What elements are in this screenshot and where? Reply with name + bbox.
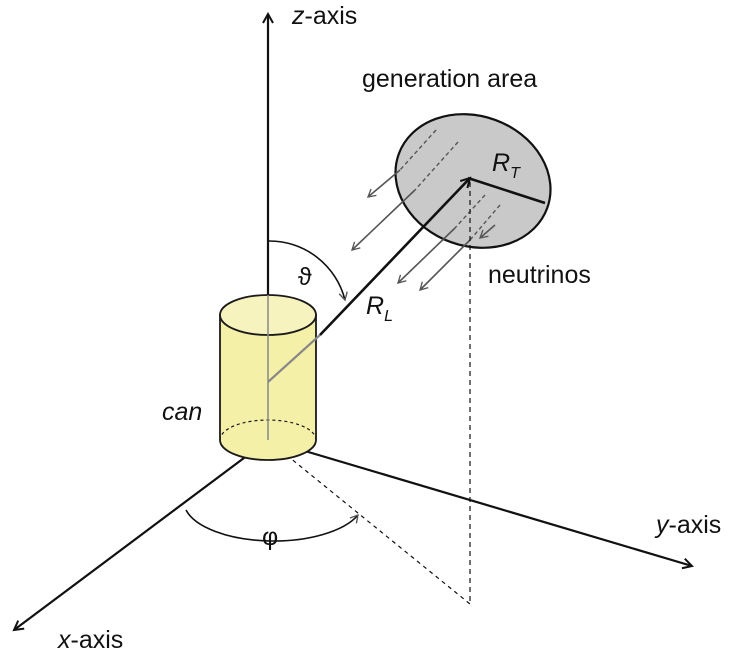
phi-arc	[185, 509, 359, 542]
can-label: can	[162, 398, 202, 426]
y-axis-line	[267, 438, 692, 566]
ground-projection-line	[267, 439, 471, 605]
r-t-radius-line	[467, 176, 546, 205]
generation-area-disc	[394, 113, 552, 249]
theta-arc	[267, 240, 348, 302]
r-l-label: RL	[366, 292, 393, 325]
generation-area-label: generation area	[362, 65, 537, 93]
r-l-line	[319, 178, 470, 336]
neutrino-arrows	[351, 169, 496, 291]
r-l-line-inside	[267, 334, 321, 383]
phi-label: φ	[262, 523, 278, 551]
x-axis-label: x-axis	[57, 626, 123, 654]
neutrinos-label: neutrinos	[488, 261, 591, 289]
y-axis-label: y-axis	[654, 511, 721, 539]
x-axis-line	[14, 439, 269, 630]
r-t-label: RT	[492, 149, 521, 182]
theta-label: ϑ	[298, 263, 312, 291]
z-axis-label: z-axis	[291, 2, 357, 30]
can-cylinder	[219, 294, 317, 461]
